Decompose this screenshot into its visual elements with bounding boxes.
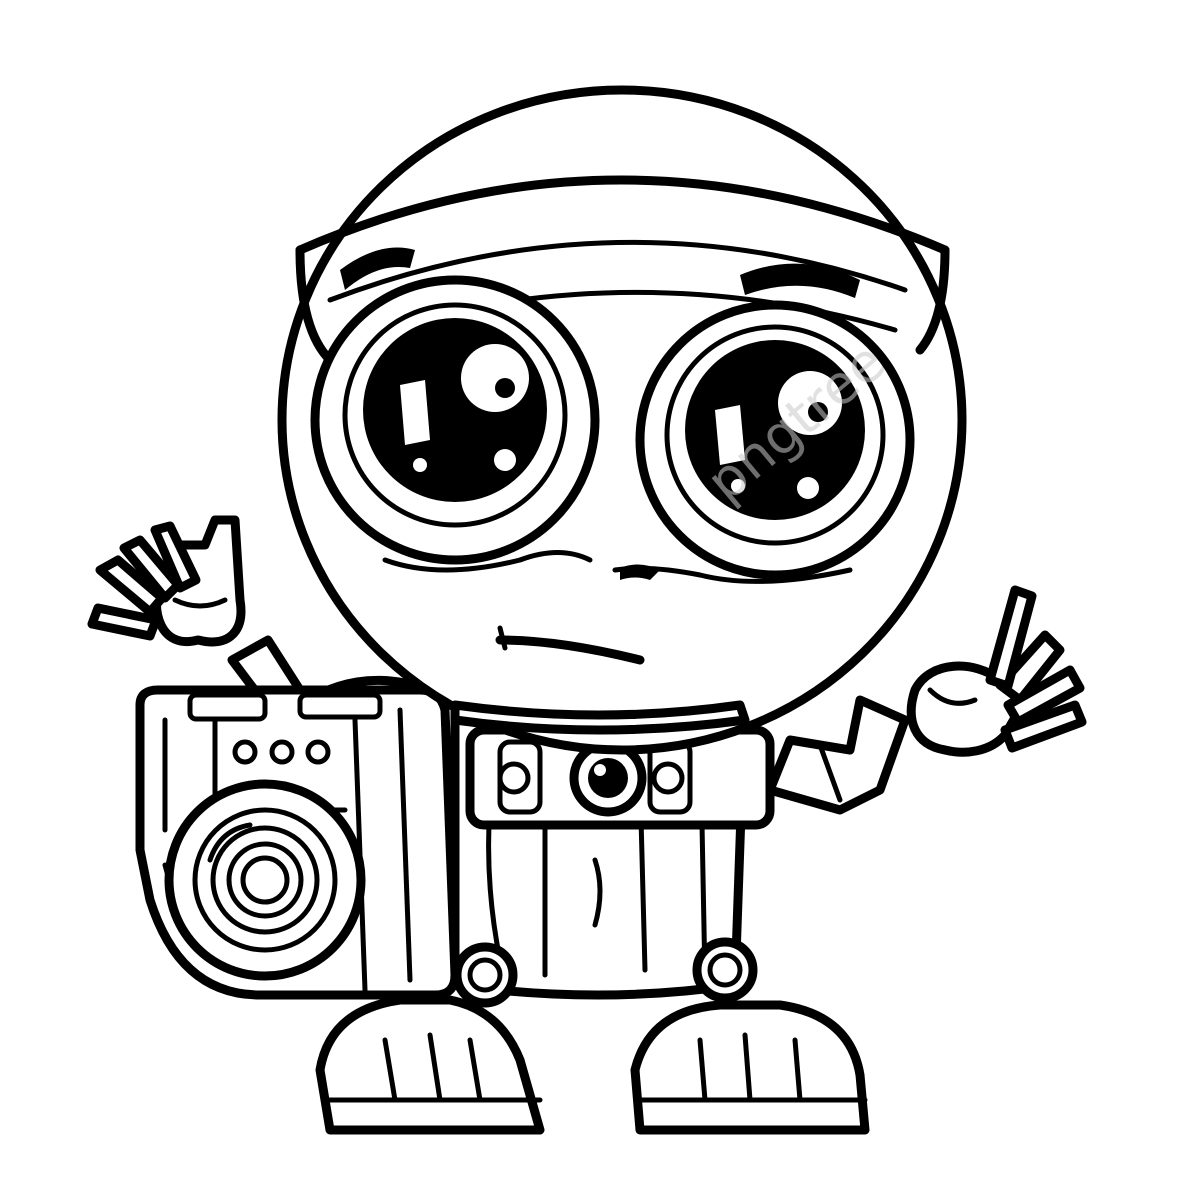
chest-button — [497, 761, 531, 795]
robot-torso — [450, 695, 775, 1008]
cheek-line — [382, 550, 593, 573]
left-eyebrow — [340, 247, 415, 290]
right-eye — [635, 300, 915, 580]
right-eyebrow — [740, 263, 860, 298]
right-finger — [1000, 700, 1087, 753]
right-finger — [995, 630, 1065, 705]
left-finger — [150, 521, 201, 593]
chest-button — [651, 761, 685, 795]
nose — [620, 564, 660, 580]
left-foot — [315, 995, 545, 1135]
camera-dial — [232, 739, 258, 765]
mouth — [495, 635, 645, 665]
left-finger — [87, 603, 161, 641]
right-arm — [765, 585, 1087, 815]
right-finger — [985, 585, 1037, 691]
left-finger — [119, 535, 183, 603]
left-finger — [95, 555, 167, 617]
right-finger — [1003, 665, 1085, 727]
camera-dial — [305, 739, 331, 765]
left-arm — [87, 515, 305, 710]
camera-dial — [269, 739, 295, 765]
right-foot — [630, 1000, 870, 1135]
left-eye — [310, 275, 600, 565]
camera — [135, 685, 460, 1000]
neck-collar — [450, 700, 750, 735]
camera-top-grip — [187, 692, 268, 722]
